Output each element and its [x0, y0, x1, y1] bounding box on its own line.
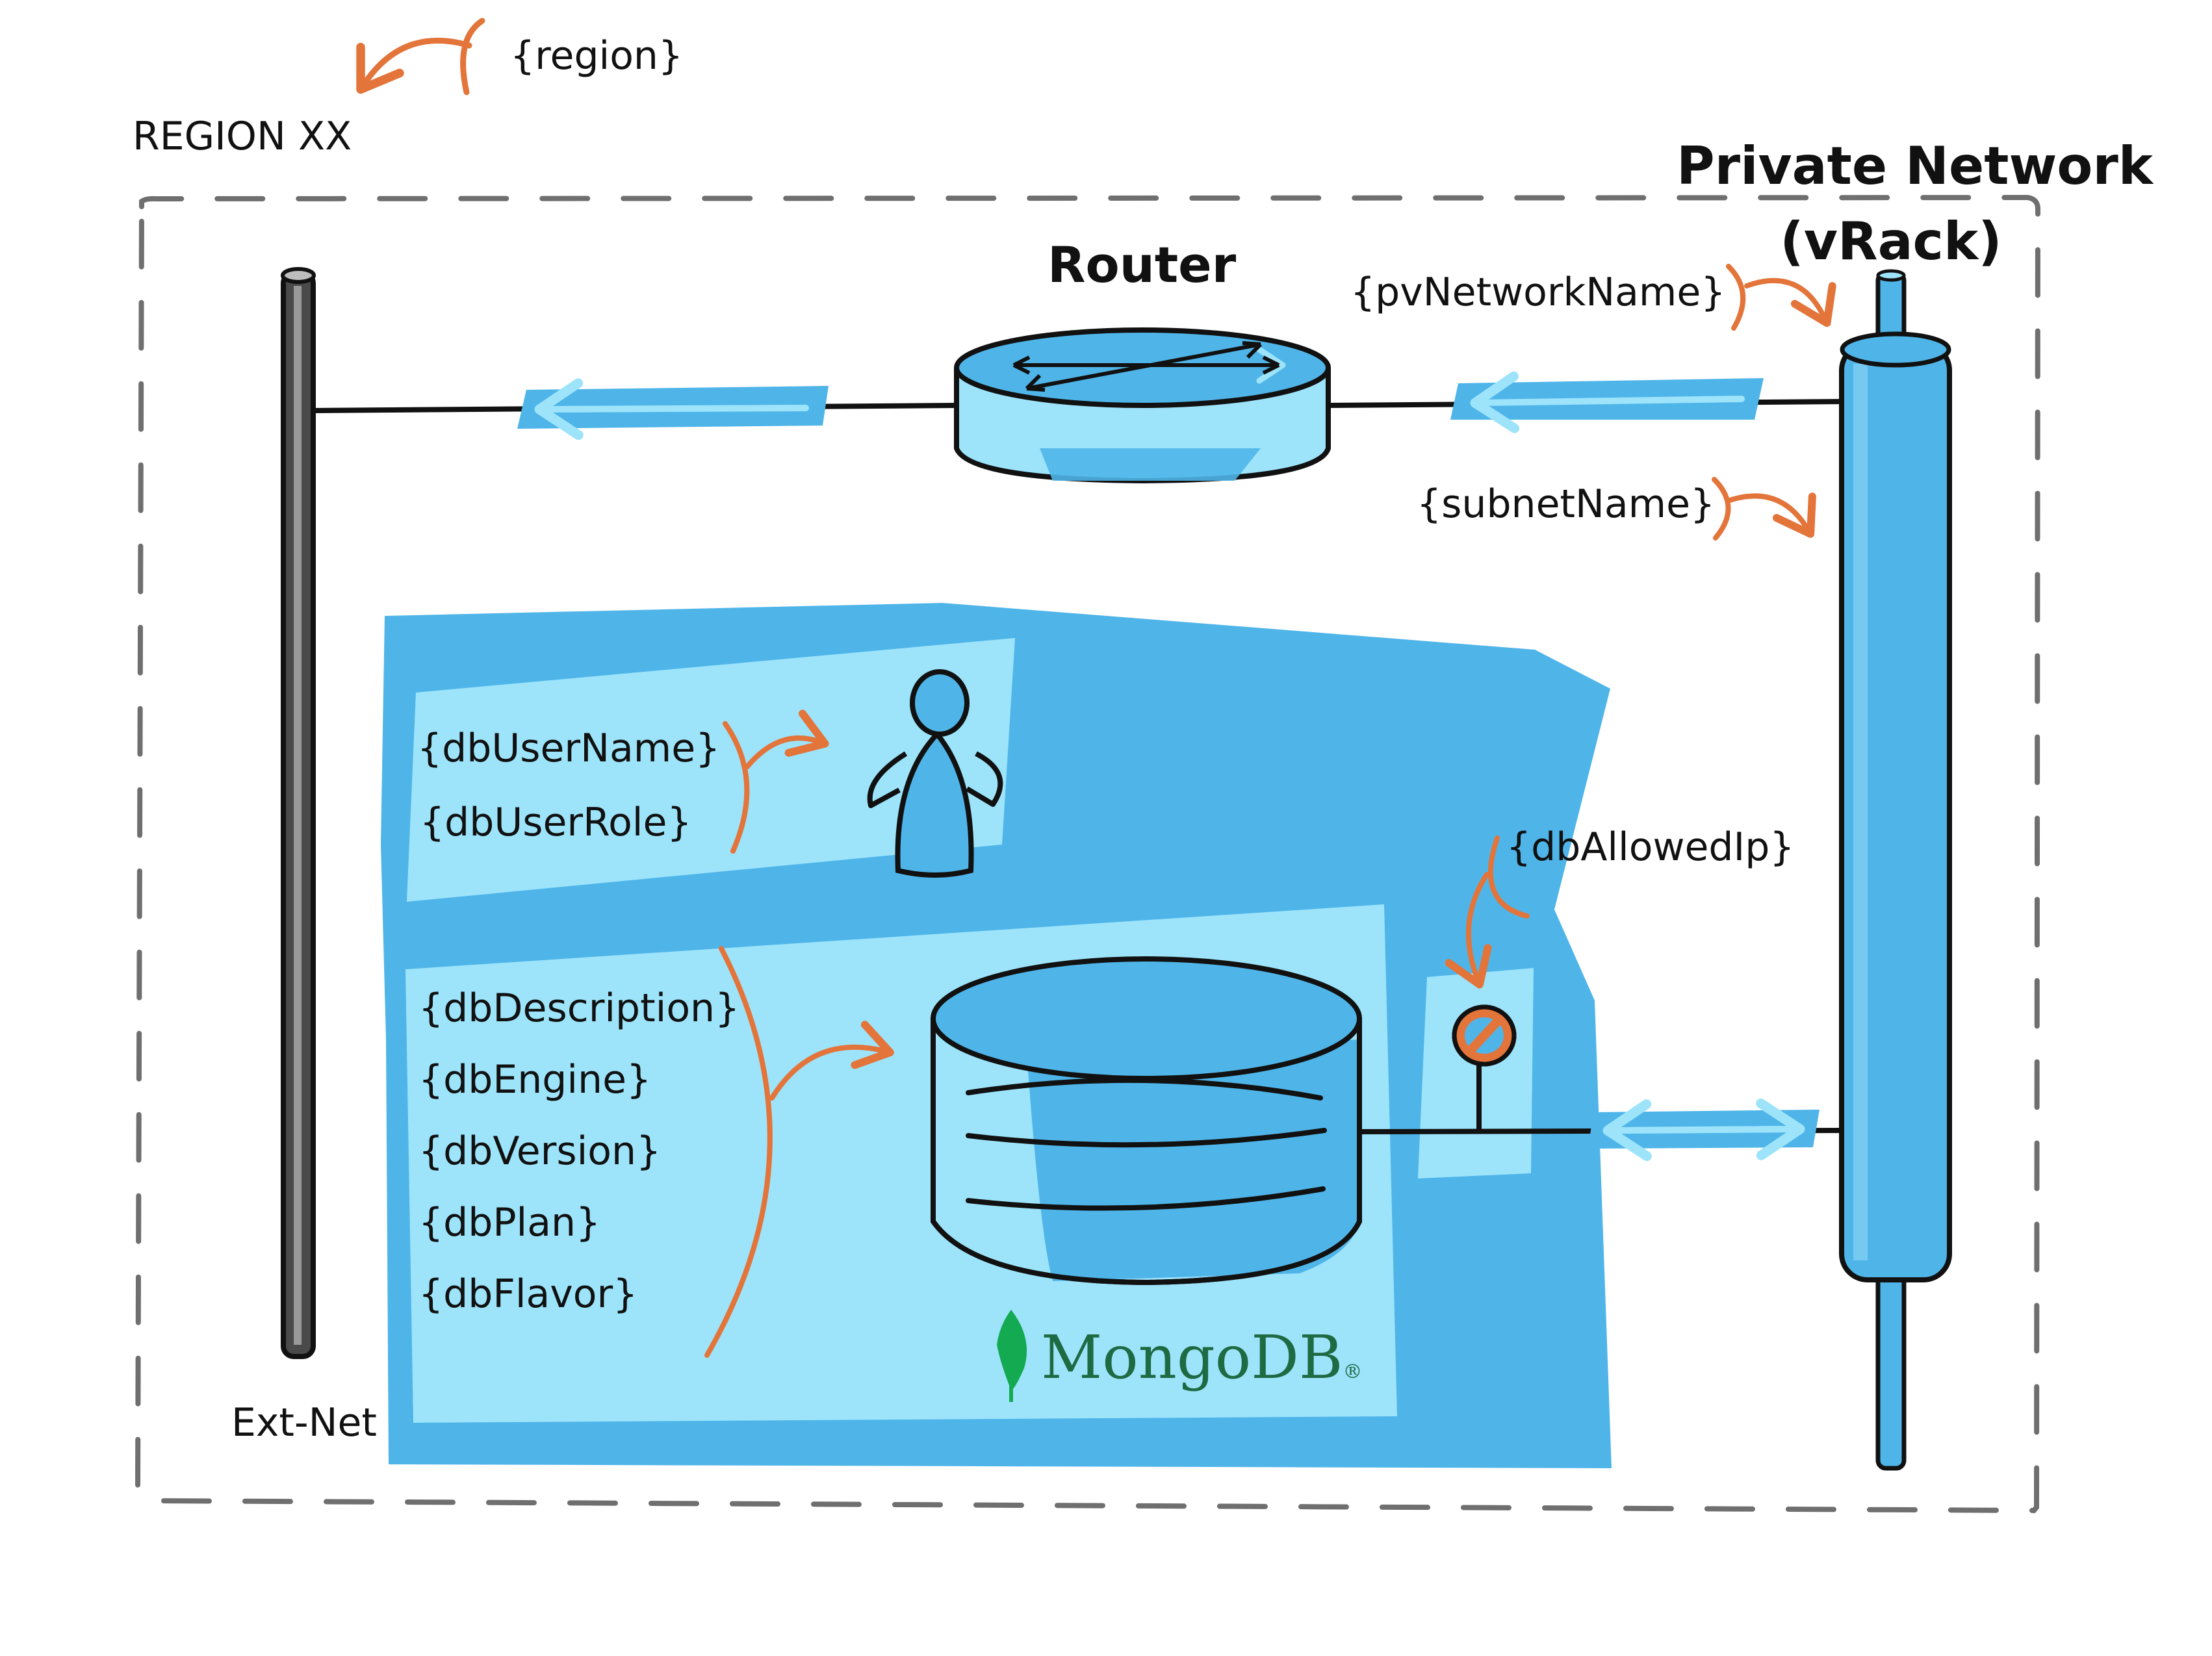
db-allowed-ip-label: {dbAllowedIp}: [1506, 824, 1795, 870]
router-label: Router: [1048, 236, 1237, 294]
database-icon: [931, 956, 1362, 1286]
link-arrow-both-icon: [1588, 1098, 1820, 1162]
db-flavor-label: {dbFlavor}: [418, 1271, 638, 1317]
vrack-label: (vRack): [1780, 211, 2002, 272]
link-arrow-left-1-icon: [517, 378, 829, 440]
region-label: REGION XX: [133, 114, 352, 159]
subnet-name-label: {subnetName}: [1417, 481, 1716, 527]
subnet-pointer-arrow-icon: [1712, 477, 1816, 541]
vrack-pipe-icon: [1839, 269, 1952, 1471]
pv-network-pointer-arrow-icon: [1726, 264, 1836, 331]
link-arrow-left-2-icon: [1450, 371, 1764, 433]
pv-network-name-label: {pvNetworkName}: [1350, 270, 1726, 315]
db-user-role-label: {dbUserRole}: [420, 800, 692, 845]
region-variable-label: {region}: [510, 33, 684, 79]
db-plan-label: {dbPlan}: [418, 1200, 601, 1245]
allowed-ip-panel: [1418, 968, 1534, 1178]
user-pointer-arrow-icon: [723, 709, 829, 854]
mongodb-registered-mark: ®: [1343, 1360, 1363, 1383]
region-border: [135, 194, 2041, 1514]
db-description-label: {dbDescription}: [418, 986, 740, 1031]
mongodb-leaf-icon: [997, 1310, 1027, 1402]
ext-net-label: Ext-Net: [231, 1400, 377, 1446]
ext-net-pole-icon: [281, 267, 316, 1359]
mongodb-wordmark: MongoDB: [1041, 1323, 1343, 1392]
no-entry-icon: [1452, 1004, 1517, 1067]
db-pointer-arrow-icon: [704, 946, 894, 1358]
private-network-title: Private Network (vRack): [1677, 129, 2153, 279]
user-panel: [407, 638, 1015, 902]
db-version-label: {dbVersion}: [418, 1128, 662, 1174]
mongodb-logo: MongoDB®: [1041, 1328, 1363, 1388]
user-icon: [867, 669, 1003, 878]
allowed-ip-pointer-arrow-icon: [1445, 835, 1530, 989]
region-pointer-arrow-icon: [356, 18, 485, 96]
db-engine-label: {dbEngine}: [418, 1057, 652, 1102]
router-icon: [954, 327, 1331, 484]
private-network-label: Private Network: [1677, 136, 2153, 196]
db-user-name-label: {dbUserName}: [417, 726, 721, 771]
